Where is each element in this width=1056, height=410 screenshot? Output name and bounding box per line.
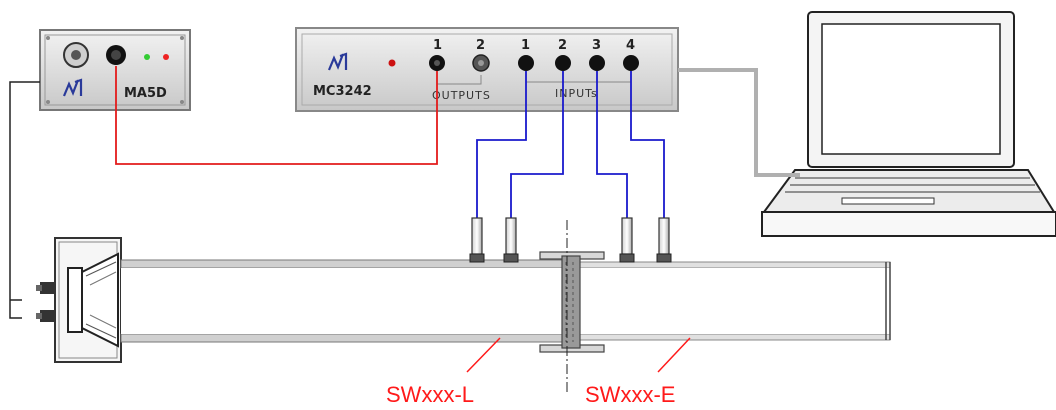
input-number-3: 3 [592,38,601,53]
outputs-label: OUTPUTS [432,89,491,102]
analyzer-model-label: MC3242 [313,84,372,99]
tube-left-label: SWxxx-L [386,382,474,407]
input-cable-2 [510,71,564,218]
usb-cable [678,68,800,177]
input-number-4: 4 [626,38,635,53]
microphone-icon [503,217,519,263]
tube-right [579,261,891,341]
input-connector-4 [623,55,639,71]
input-cables [476,71,665,218]
logo-icon [62,78,83,97]
analyzer-led [388,59,396,67]
input-number-1: 1 [521,38,530,53]
tube-right-label: SWxxx-E [585,382,675,407]
output-number-2: 2 [476,38,485,53]
input-cable-3 [596,71,628,218]
logo-icon [327,52,348,71]
input-connector-3 [589,55,605,71]
output-cable [115,66,438,165]
amplifier-ma5d: MA5D [39,29,191,111]
inputs-label: INPUTs [555,87,598,100]
left-tube-leader [466,337,501,373]
input-cable-4 [630,71,665,218]
amplifier-output-connector [106,45,126,65]
amplifier-green-led [144,54,150,60]
tube-left [120,259,567,343]
laptop-icon [761,11,1056,237]
input-number-2: 2 [558,38,567,53]
analyzer-mc3242: MC3242 1 2 OUTPUTS 1 2 3 4 INPUTs [295,27,679,112]
amplifier-input-connector [63,42,89,68]
amplifier-model-label: MA5D [124,86,167,101]
input-connector-1 [518,55,534,71]
speaker-cable [9,81,40,319]
input-connector-2 [555,55,571,71]
microphone-icon [469,217,485,263]
microphone-icon [619,217,635,263]
loudspeaker-icon [36,237,122,363]
microphone-icon [656,217,672,263]
output-number-1: 1 [433,38,442,53]
input-cable-1 [476,71,527,218]
right-tube-leader [657,337,691,373]
amplifier-red-led [163,54,169,60]
